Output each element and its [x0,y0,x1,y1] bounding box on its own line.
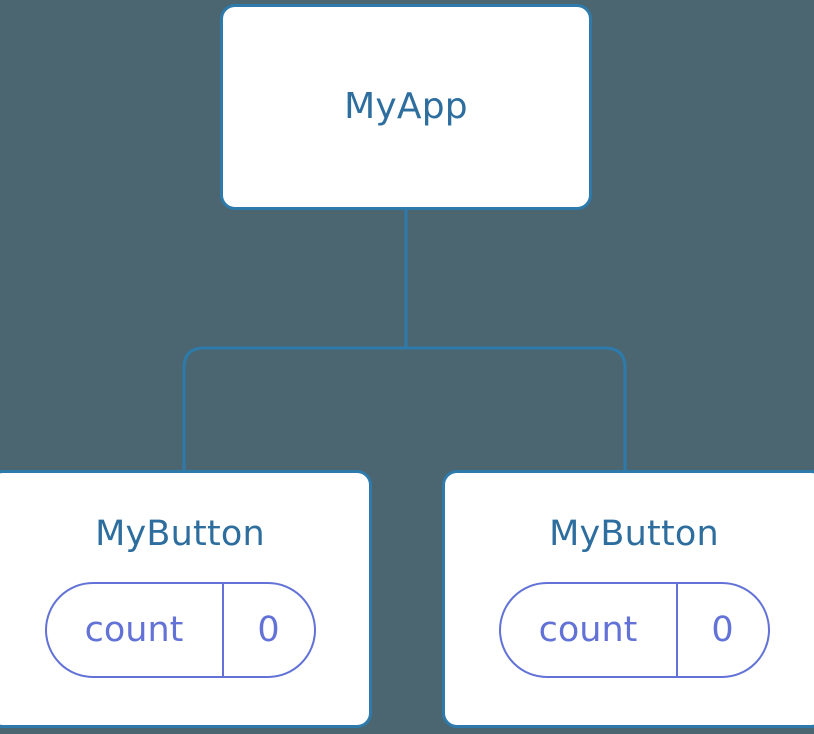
node-my-app[interactable]: MyApp [220,4,592,210]
state-value-label: 0 [221,584,314,676]
state-key-label: count [84,609,184,650]
state-value-label: 0 [675,584,768,676]
connector-branch-left [182,346,406,472]
state-pill-count[interactable]: count 0 [44,582,316,678]
state-key-label: count [538,609,638,650]
node-title: MyButton [95,514,265,554]
node-my-button-left[interactable]: MyButton count 0 [0,470,372,728]
node-title: MyApp [344,86,468,127]
connector-branch-right [406,346,627,472]
state-pill-count[interactable]: count 0 [498,582,770,678]
node-title: MyButton [549,514,719,554]
node-my-button-right[interactable]: MyButton count 0 [442,470,814,728]
